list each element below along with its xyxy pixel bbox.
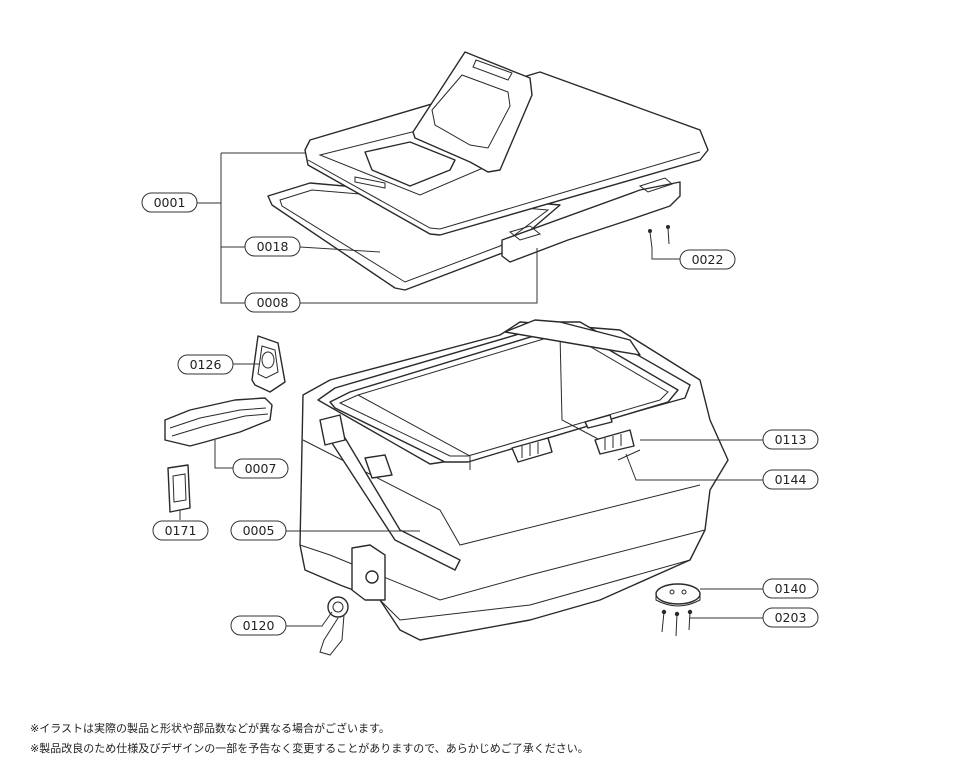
label-0144-text: 0144 [775,472,807,487]
strap-holder-0126 [251,335,286,393]
label-0022: 0022 [679,249,736,270]
lid-hinge-bar [501,181,681,263]
label-0171: 0171 [152,520,209,541]
label-0001: 0001 [141,192,198,213]
lid-assembly [267,51,709,291]
label-0140-text: 0140 [775,581,807,596]
label-0007: 0007 [232,458,289,479]
screws-0022 [648,225,670,249]
label-0120-text: 0120 [243,618,275,633]
label-0140: 0140 [762,578,819,599]
label-0126: 0126 [177,354,234,375]
lid-flip-window [412,51,533,173]
label-0113: 0113 [762,429,819,450]
leader-lines [179,152,763,627]
shoulder-belt-0007 [164,397,273,447]
drain-cap-0120 [319,596,349,656]
label-0120: 0120 [230,615,287,636]
label-0203-text: 0203 [775,610,807,625]
label-0008: 0008 [244,292,301,313]
buckle-0171 [167,464,191,513]
label-0007-text: 0007 [245,461,277,476]
label-0001-text: 0001 [154,195,186,210]
label-0022-text: 0022 [692,252,724,267]
footnotes: ※イラストは実際の製品と形状や部品数などが異なる場合がございます。 ※製品改良の… [30,719,589,759]
label-0005-text: 0005 [243,523,275,538]
label-0018: 0018 [244,236,301,257]
label-0203: 0203 [762,607,819,628]
label-0113-text: 0113 [775,432,807,447]
label-0005: 0005 [230,520,287,541]
foot-0140 [655,583,701,607]
label-0171-text: 0171 [165,523,197,538]
label-0144: 0144 [762,469,819,490]
label-0008-text: 0008 [257,295,289,310]
label-0018-text: 0018 [257,239,289,254]
label-0126-text: 0126 [190,357,222,372]
screws-0203 [661,609,693,637]
footnote-1: ※イラストは実際の製品と形状や部品数などが異なる場合がございます。 [30,722,390,735]
cooler-body [299,319,729,641]
footnote-2: ※製品改良のため仕様及びデザインの一部を予告なく変更することがありますので、あら… [30,742,589,755]
